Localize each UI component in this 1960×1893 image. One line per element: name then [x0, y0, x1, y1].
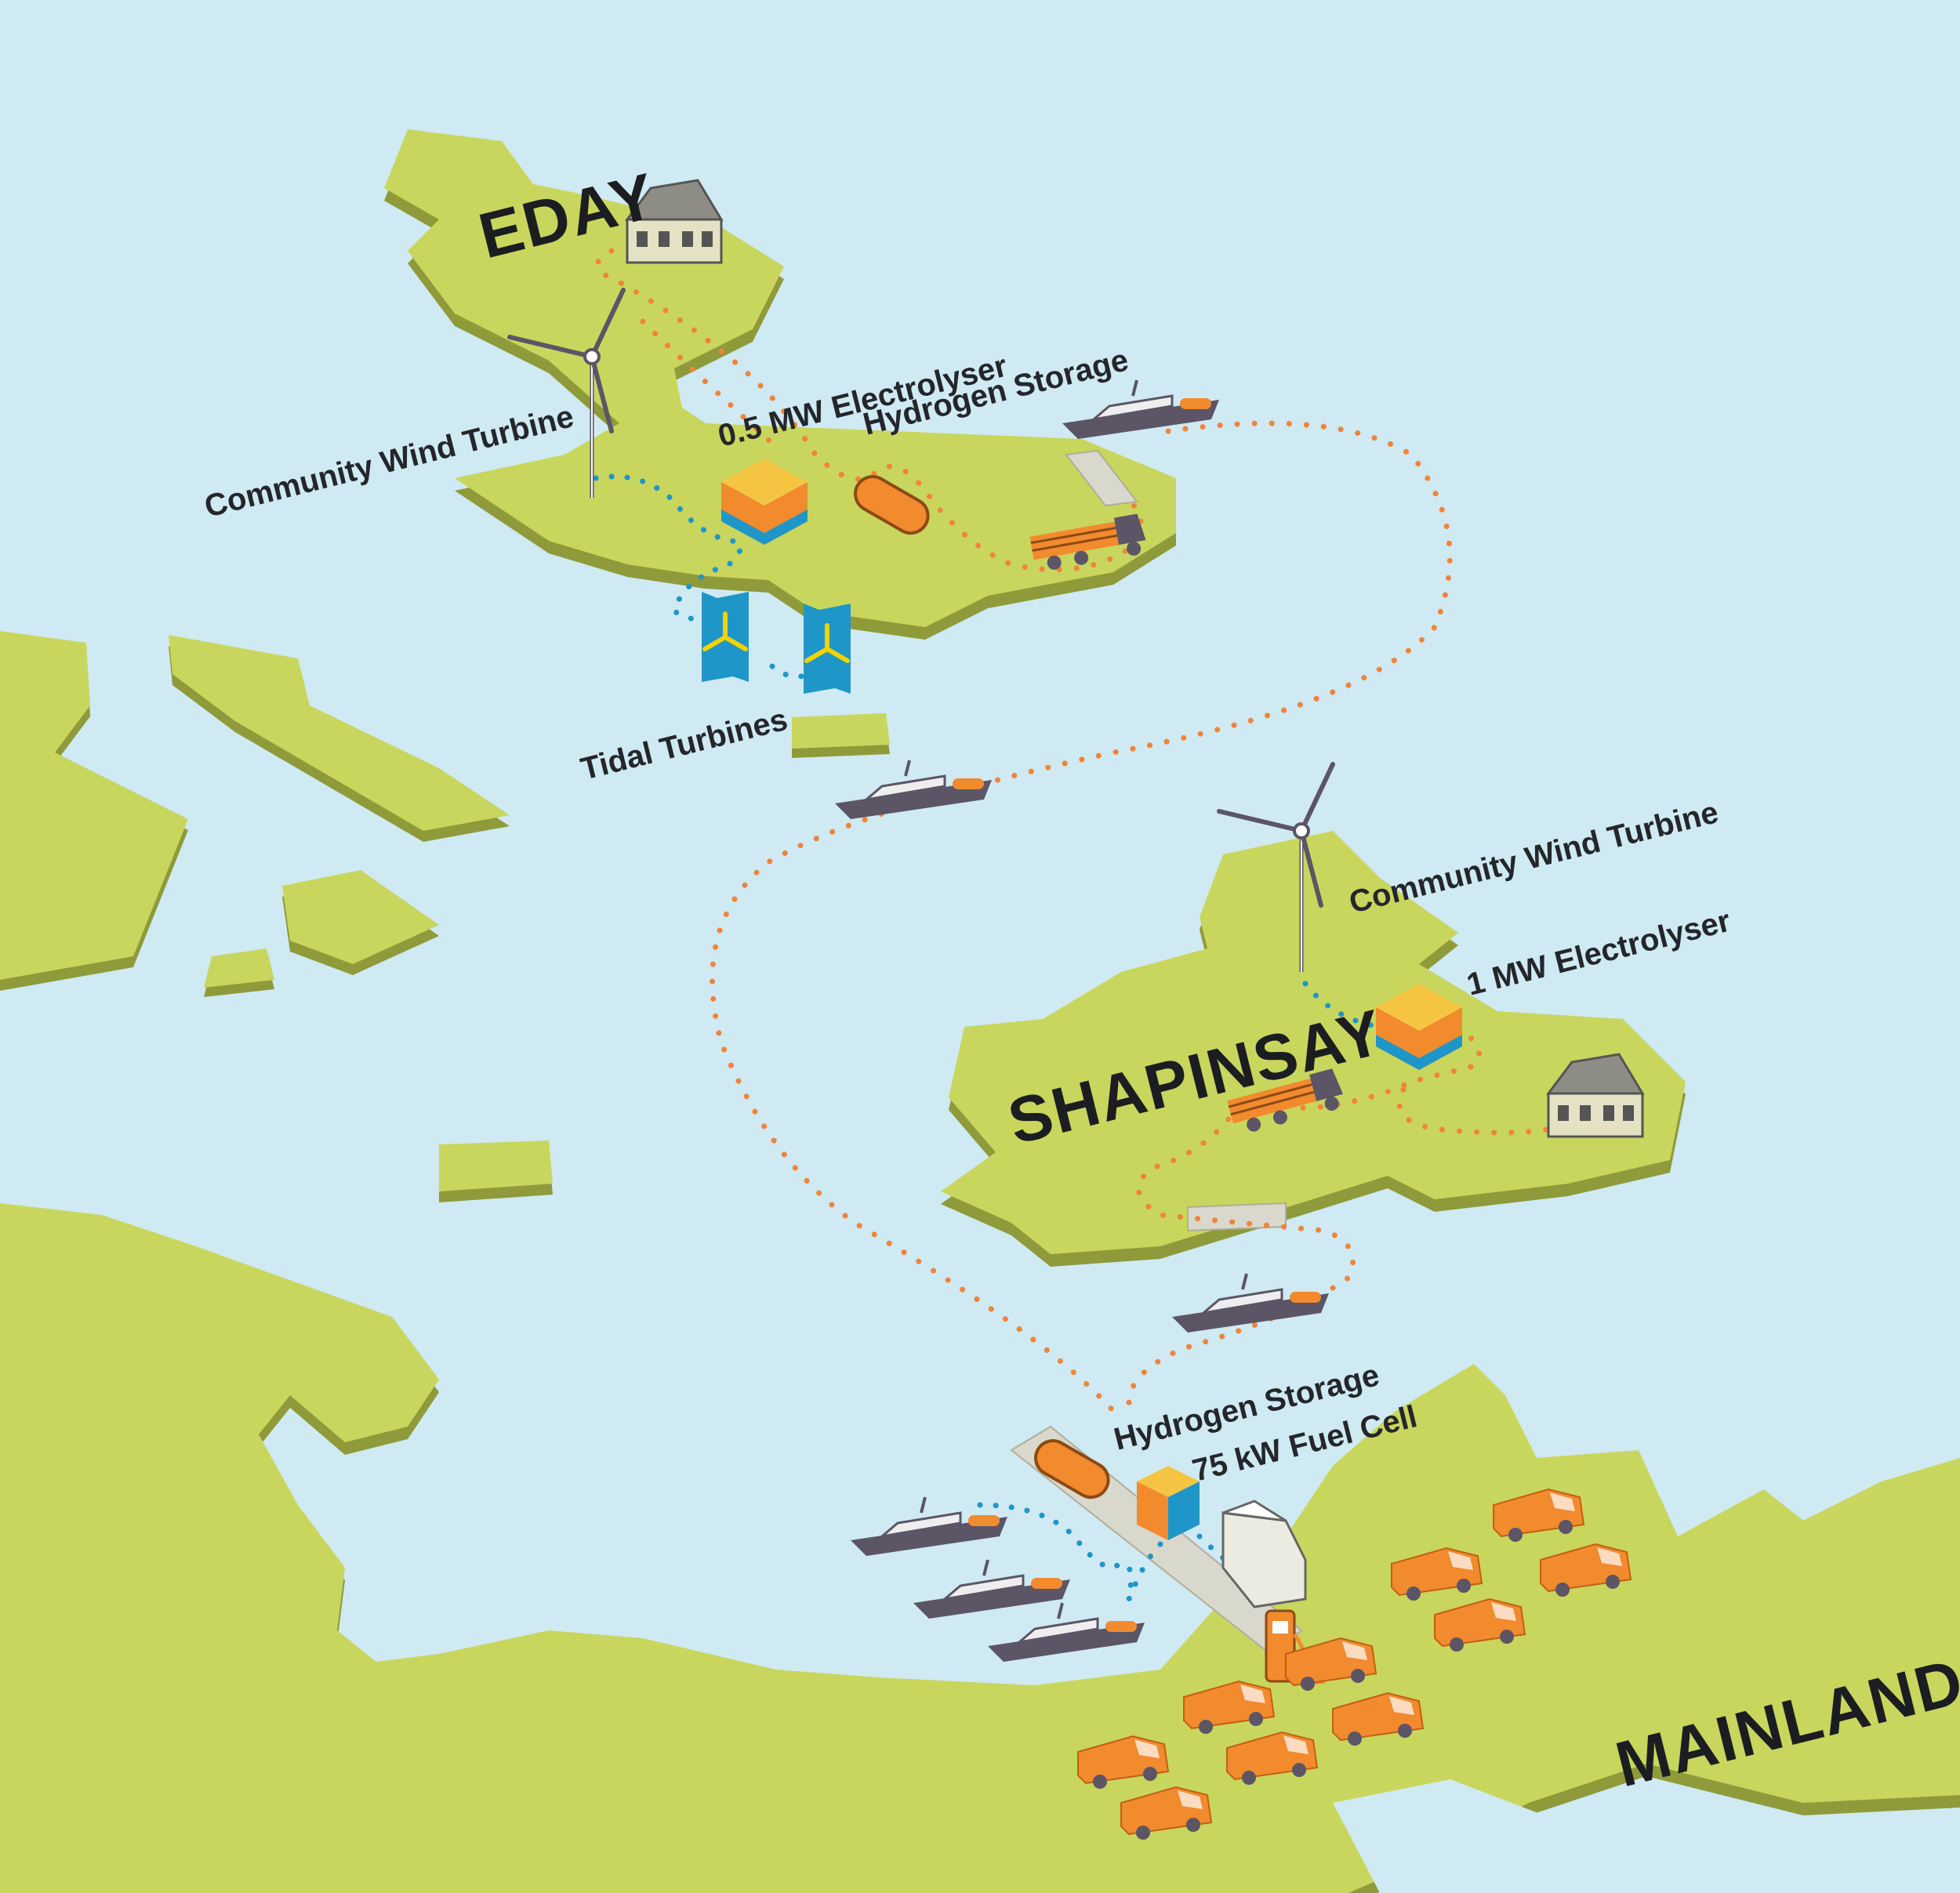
eday-house-route: [640, 318, 779, 450]
hydrogen-routes: [594, 248, 1555, 1414]
western-islands: [0, 631, 890, 1202]
fuel-cell: [1137, 1466, 1200, 1540]
shapinsay-house-route: [1396, 1086, 1555, 1136]
shapinsay-electrolyser-truck-route: [1251, 1024, 1483, 1111]
inter-island-hydrogen-route: [710, 420, 1453, 1414]
mainland-island: [0, 1203, 1960, 1893]
eday-hydrogen-route: [594, 248, 1144, 573]
shapinsay-wind-to-electrolyser: [1302, 981, 1383, 1030]
tidal-turbine-1: [702, 592, 749, 682]
tidal-turbine-2: [804, 604, 851, 694]
mainland-building: [1221, 1500, 1307, 1608]
eday-island: [384, 129, 1176, 749]
shapinsay-island: [941, 831, 1686, 1267]
eday-wind-to-electrolyser: [593, 473, 744, 625]
shapinsay-ferry-route: [1126, 1102, 1356, 1406]
shapinsay-pier: [1187, 1202, 1287, 1232]
eday-pier: [1065, 449, 1138, 507]
